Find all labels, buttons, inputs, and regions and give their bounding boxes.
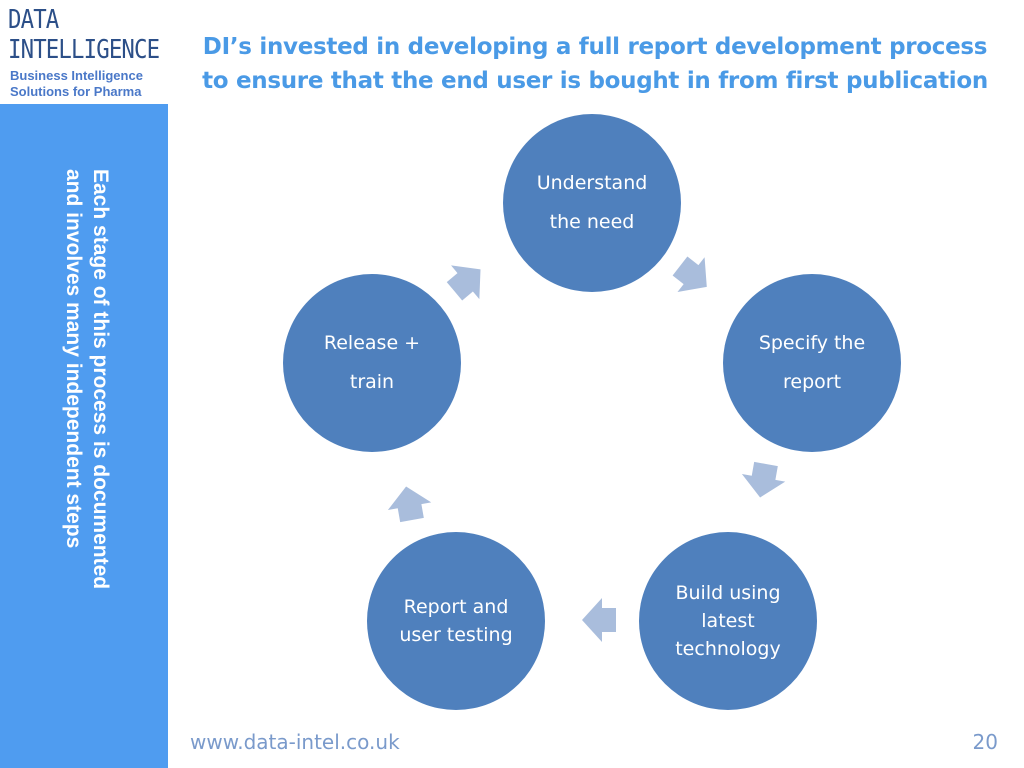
- cycle-node-label: Specify the report: [758, 332, 866, 393]
- logo-wordmark-line2: INTELLIGENCE: [8, 35, 160, 65]
- page-number: 20: [972, 730, 998, 754]
- footer-website-link[interactable]: www.data-intel.co.uk: [190, 730, 400, 754]
- cycle-node-label: Release + train: [323, 332, 421, 393]
- cycle-node-label: Build using latest technology: [675, 582, 781, 660]
- cycle-node-build: Build using latest technology: [639, 532, 817, 710]
- sidebar-caption: Each stage of this process is documented…: [62, 169, 112, 590]
- cycle-node-understand: Understand the need: [503, 114, 681, 292]
- logo: DATA INTELLIGENCE Business Intelligence …: [8, 6, 168, 102]
- cycle-node-testing: Report and user testing: [367, 532, 545, 710]
- arrow-testing-to-release: [387, 486, 432, 523]
- slide-title: DI’s invested in developing a full repor…: [202, 34, 988, 94]
- logo-wordmark-line1: DATA: [8, 5, 59, 35]
- sidebar-panel: Each stage of this process is documented…: [0, 104, 168, 768]
- cycle-node-label: Understand the need: [536, 172, 648, 233]
- arrow-release-to-understand: [446, 265, 481, 301]
- arrow-specify-to-build: [741, 461, 786, 498]
- logo-tagline-line1: Business Intelligence: [10, 68, 143, 83]
- cycle-node-release: Release + train: [283, 274, 461, 452]
- arrow-understand-to-specify: [672, 256, 707, 292]
- cycle-node-label: Report and user testing: [399, 596, 513, 646]
- arrow-build-to-testing: [582, 598, 616, 642]
- logo-tagline-line2: Solutions for Pharma: [10, 84, 142, 99]
- cycle-node-specify: Specify the report: [723, 274, 901, 452]
